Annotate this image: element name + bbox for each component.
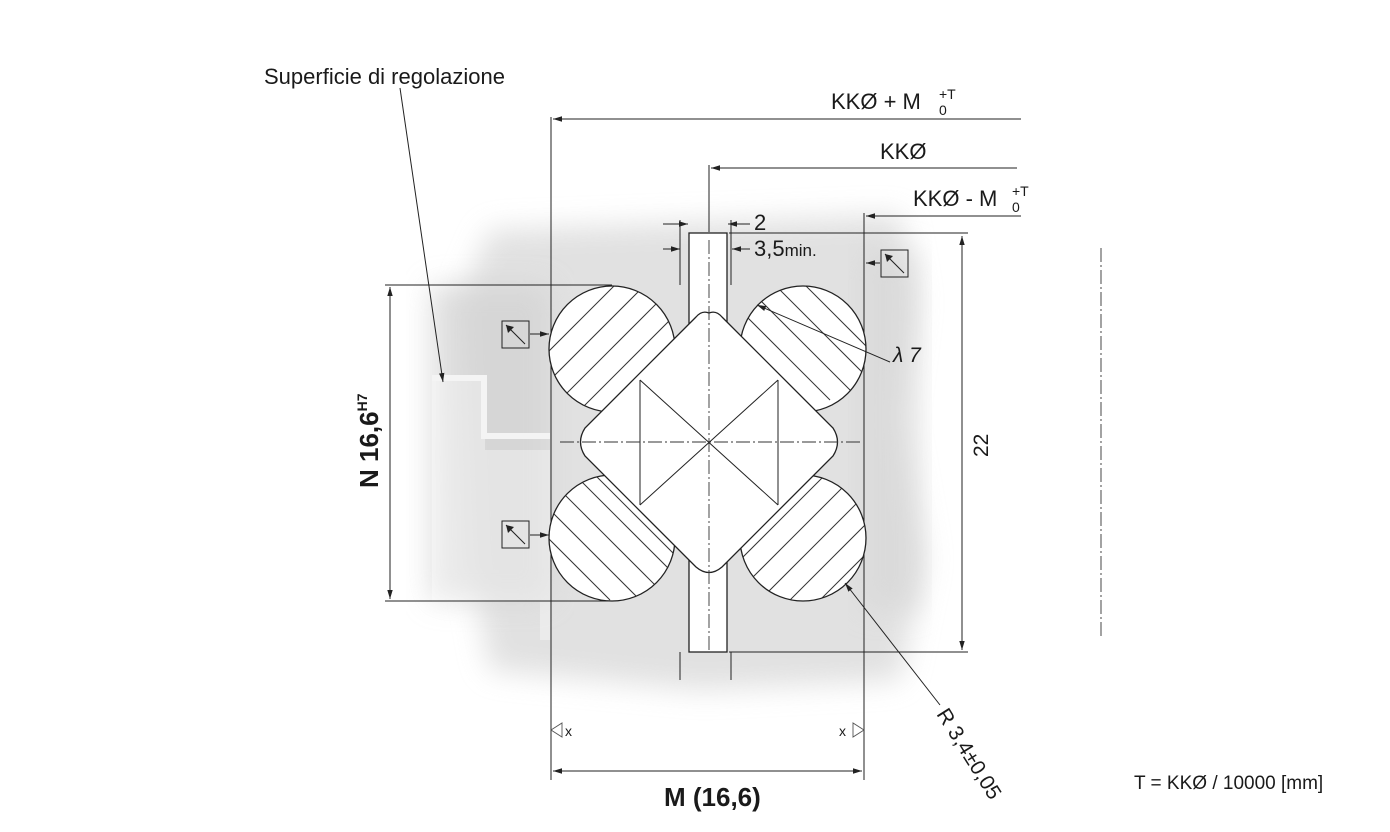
dim-22-label: 22: [970, 434, 993, 457]
surface-finish-icon: [866, 249, 909, 278]
tolerance-markers: [550, 722, 865, 738]
surface-finish-icon: [501, 520, 549, 549]
x-marker-right: x: [839, 723, 846, 739]
housing-outline: [385, 117, 968, 780]
m-dimension-label: M (16,6): [664, 782, 761, 812]
x-marker-left: x: [565, 723, 572, 739]
center-lines: [560, 240, 1102, 650]
formula-label: T = KKØ / 10000 [mm]: [1134, 773, 1323, 794]
dimension-lines: [387, 87, 1021, 774]
kk-plus-sub: 0: [939, 102, 947, 118]
kk-label: KKØ: [880, 139, 926, 164]
kk-minus-sub: 0: [1012, 199, 1020, 215]
radius-label: R 3,4±0,05: [932, 704, 1006, 803]
surface-finish-icon: [501, 320, 549, 349]
n-dimension-label: N 16,6H7: [354, 393, 384, 488]
kk-minus-sup: +T: [1012, 183, 1029, 199]
kk-minus-label: KKØ - M: [913, 186, 997, 211]
kk-plus-label: KKØ + M: [831, 89, 921, 114]
dim-2-label: 2: [754, 210, 766, 235]
adjust-surface-label: Superficie di regolazione: [264, 64, 505, 89]
dim-35-label: 3,5min.: [754, 236, 817, 261]
lambda-label: λ 7: [892, 344, 922, 367]
kk-plus-sup: +T: [939, 86, 956, 102]
